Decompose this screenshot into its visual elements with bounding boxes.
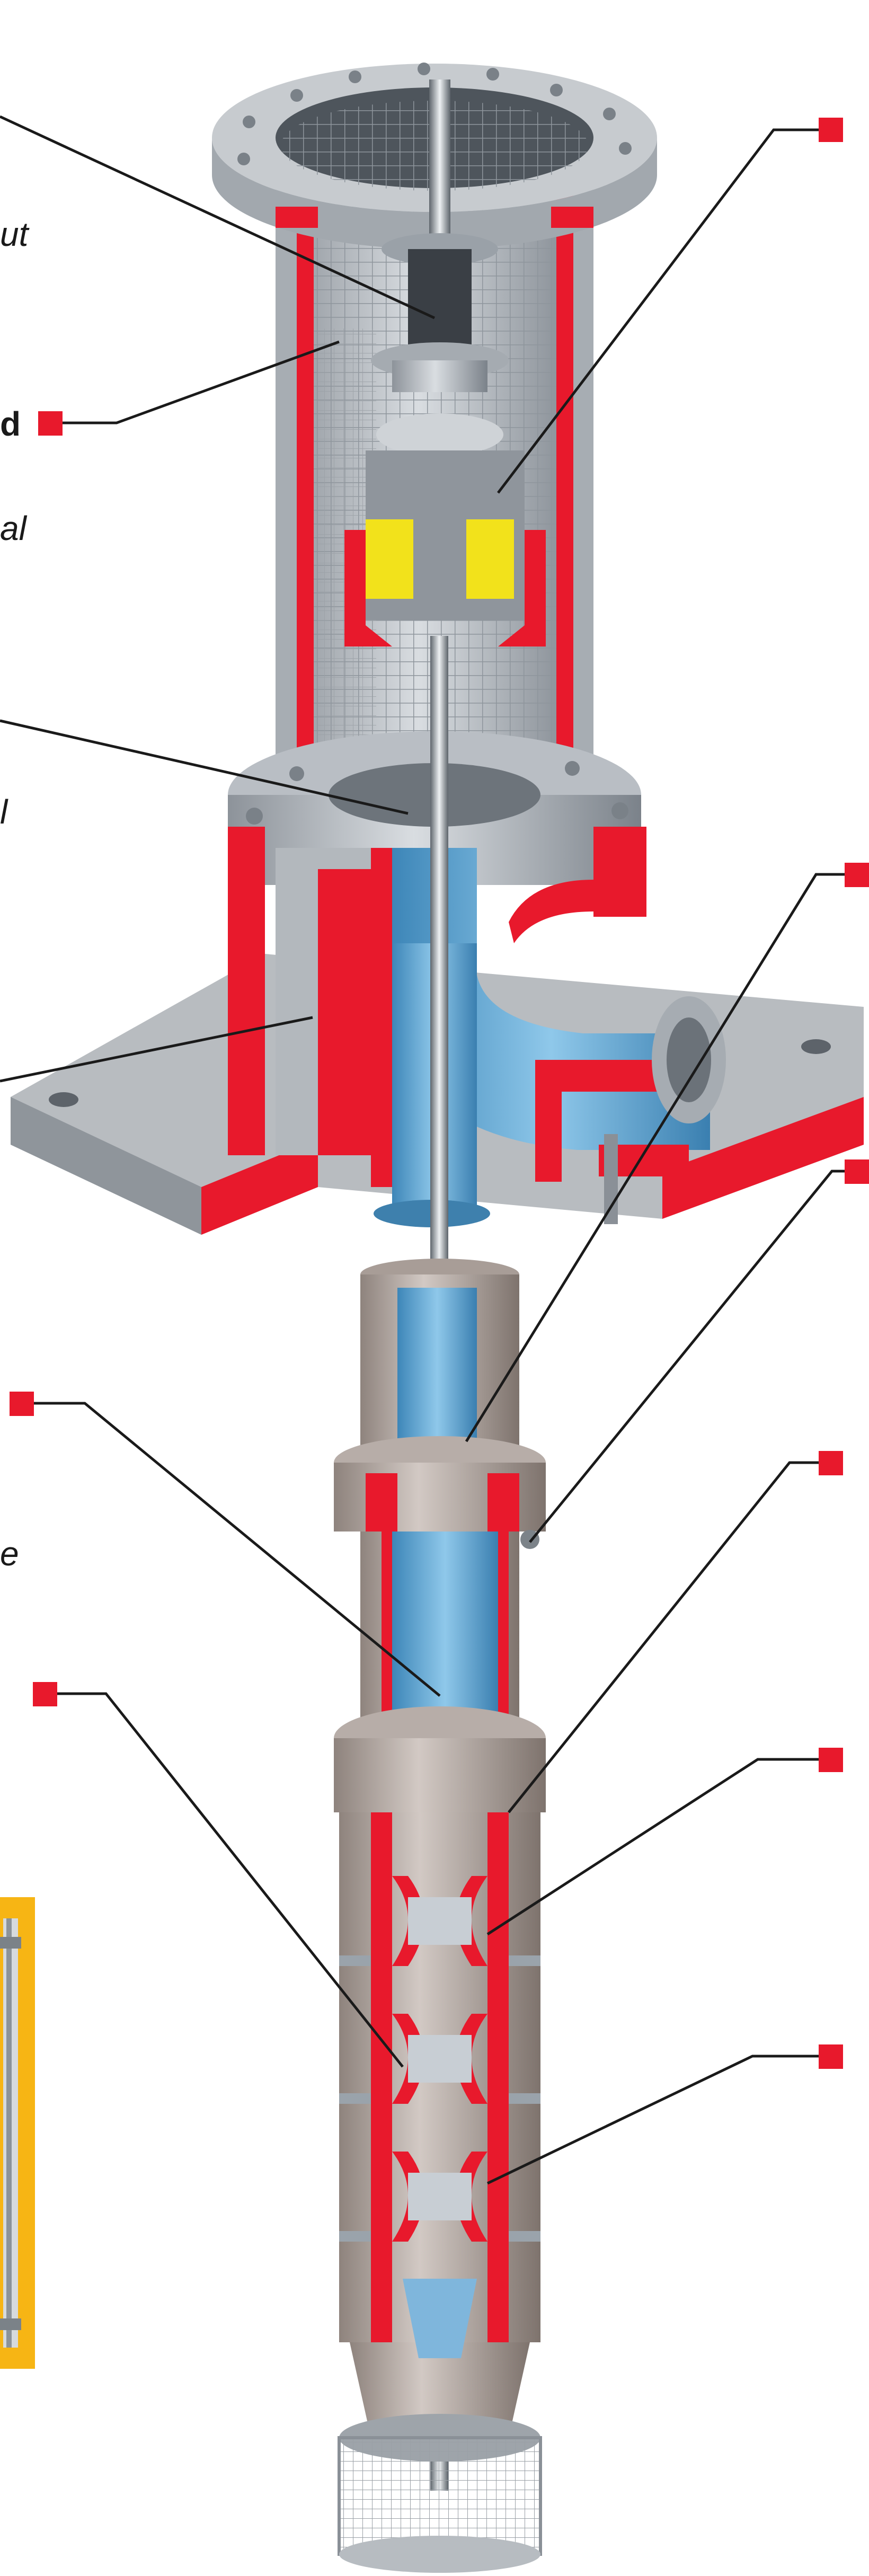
label-bearing-fragment: l [0, 793, 8, 831]
coupling-assembly [344, 79, 546, 647]
callout-marker-icon [819, 118, 843, 142]
label-guard-fragment: d [0, 405, 21, 443]
leader-lines [0, 115, 853, 2185]
impeller-icon [408, 1897, 472, 2220]
label-column-fragment: e [0, 1535, 19, 1573]
callout-marker-icon [845, 1159, 869, 1184]
leader-shaft [33, 1402, 441, 1697]
callout-marker-icon [819, 1451, 843, 1475]
leader-top-right [497, 128, 829, 494]
mechanical-seal-icon [366, 519, 413, 599]
leader-seal [0, 719, 409, 815]
label-coupling-fragment: ut [0, 215, 29, 253]
leader-bowl-top [508, 1461, 829, 1813]
leader-impeller [486, 1758, 829, 1936]
leader-bowl [54, 1692, 404, 2068]
suction-strainer-icon [338, 2414, 542, 2573]
leader-coupling [0, 115, 436, 320]
leader-coupling-lower [529, 1170, 853, 1543]
label-seal-fragment: al [0, 509, 26, 547]
callout-marker-icon [819, 2044, 843, 2069]
callout-marker-icon [10, 1392, 34, 1416]
discharge-head [228, 731, 726, 1227]
leader-stand [0, 1016, 313, 1083]
bowl-assembly [334, 1706, 546, 2438]
leader-bearing [465, 873, 853, 1442]
callout-marker-icon [819, 1748, 843, 1772]
leader-guard [54, 340, 340, 424]
callout-marker-icon [33, 1682, 57, 1706]
flange-bolt-icon [237, 63, 632, 165]
inset-panel [0, 1897, 35, 2369]
callout-marker-icon [845, 863, 869, 887]
callout-marker-icon [38, 411, 63, 436]
leader-lower-impeller [486, 2055, 829, 2185]
callout-markers [10, 118, 869, 2069]
